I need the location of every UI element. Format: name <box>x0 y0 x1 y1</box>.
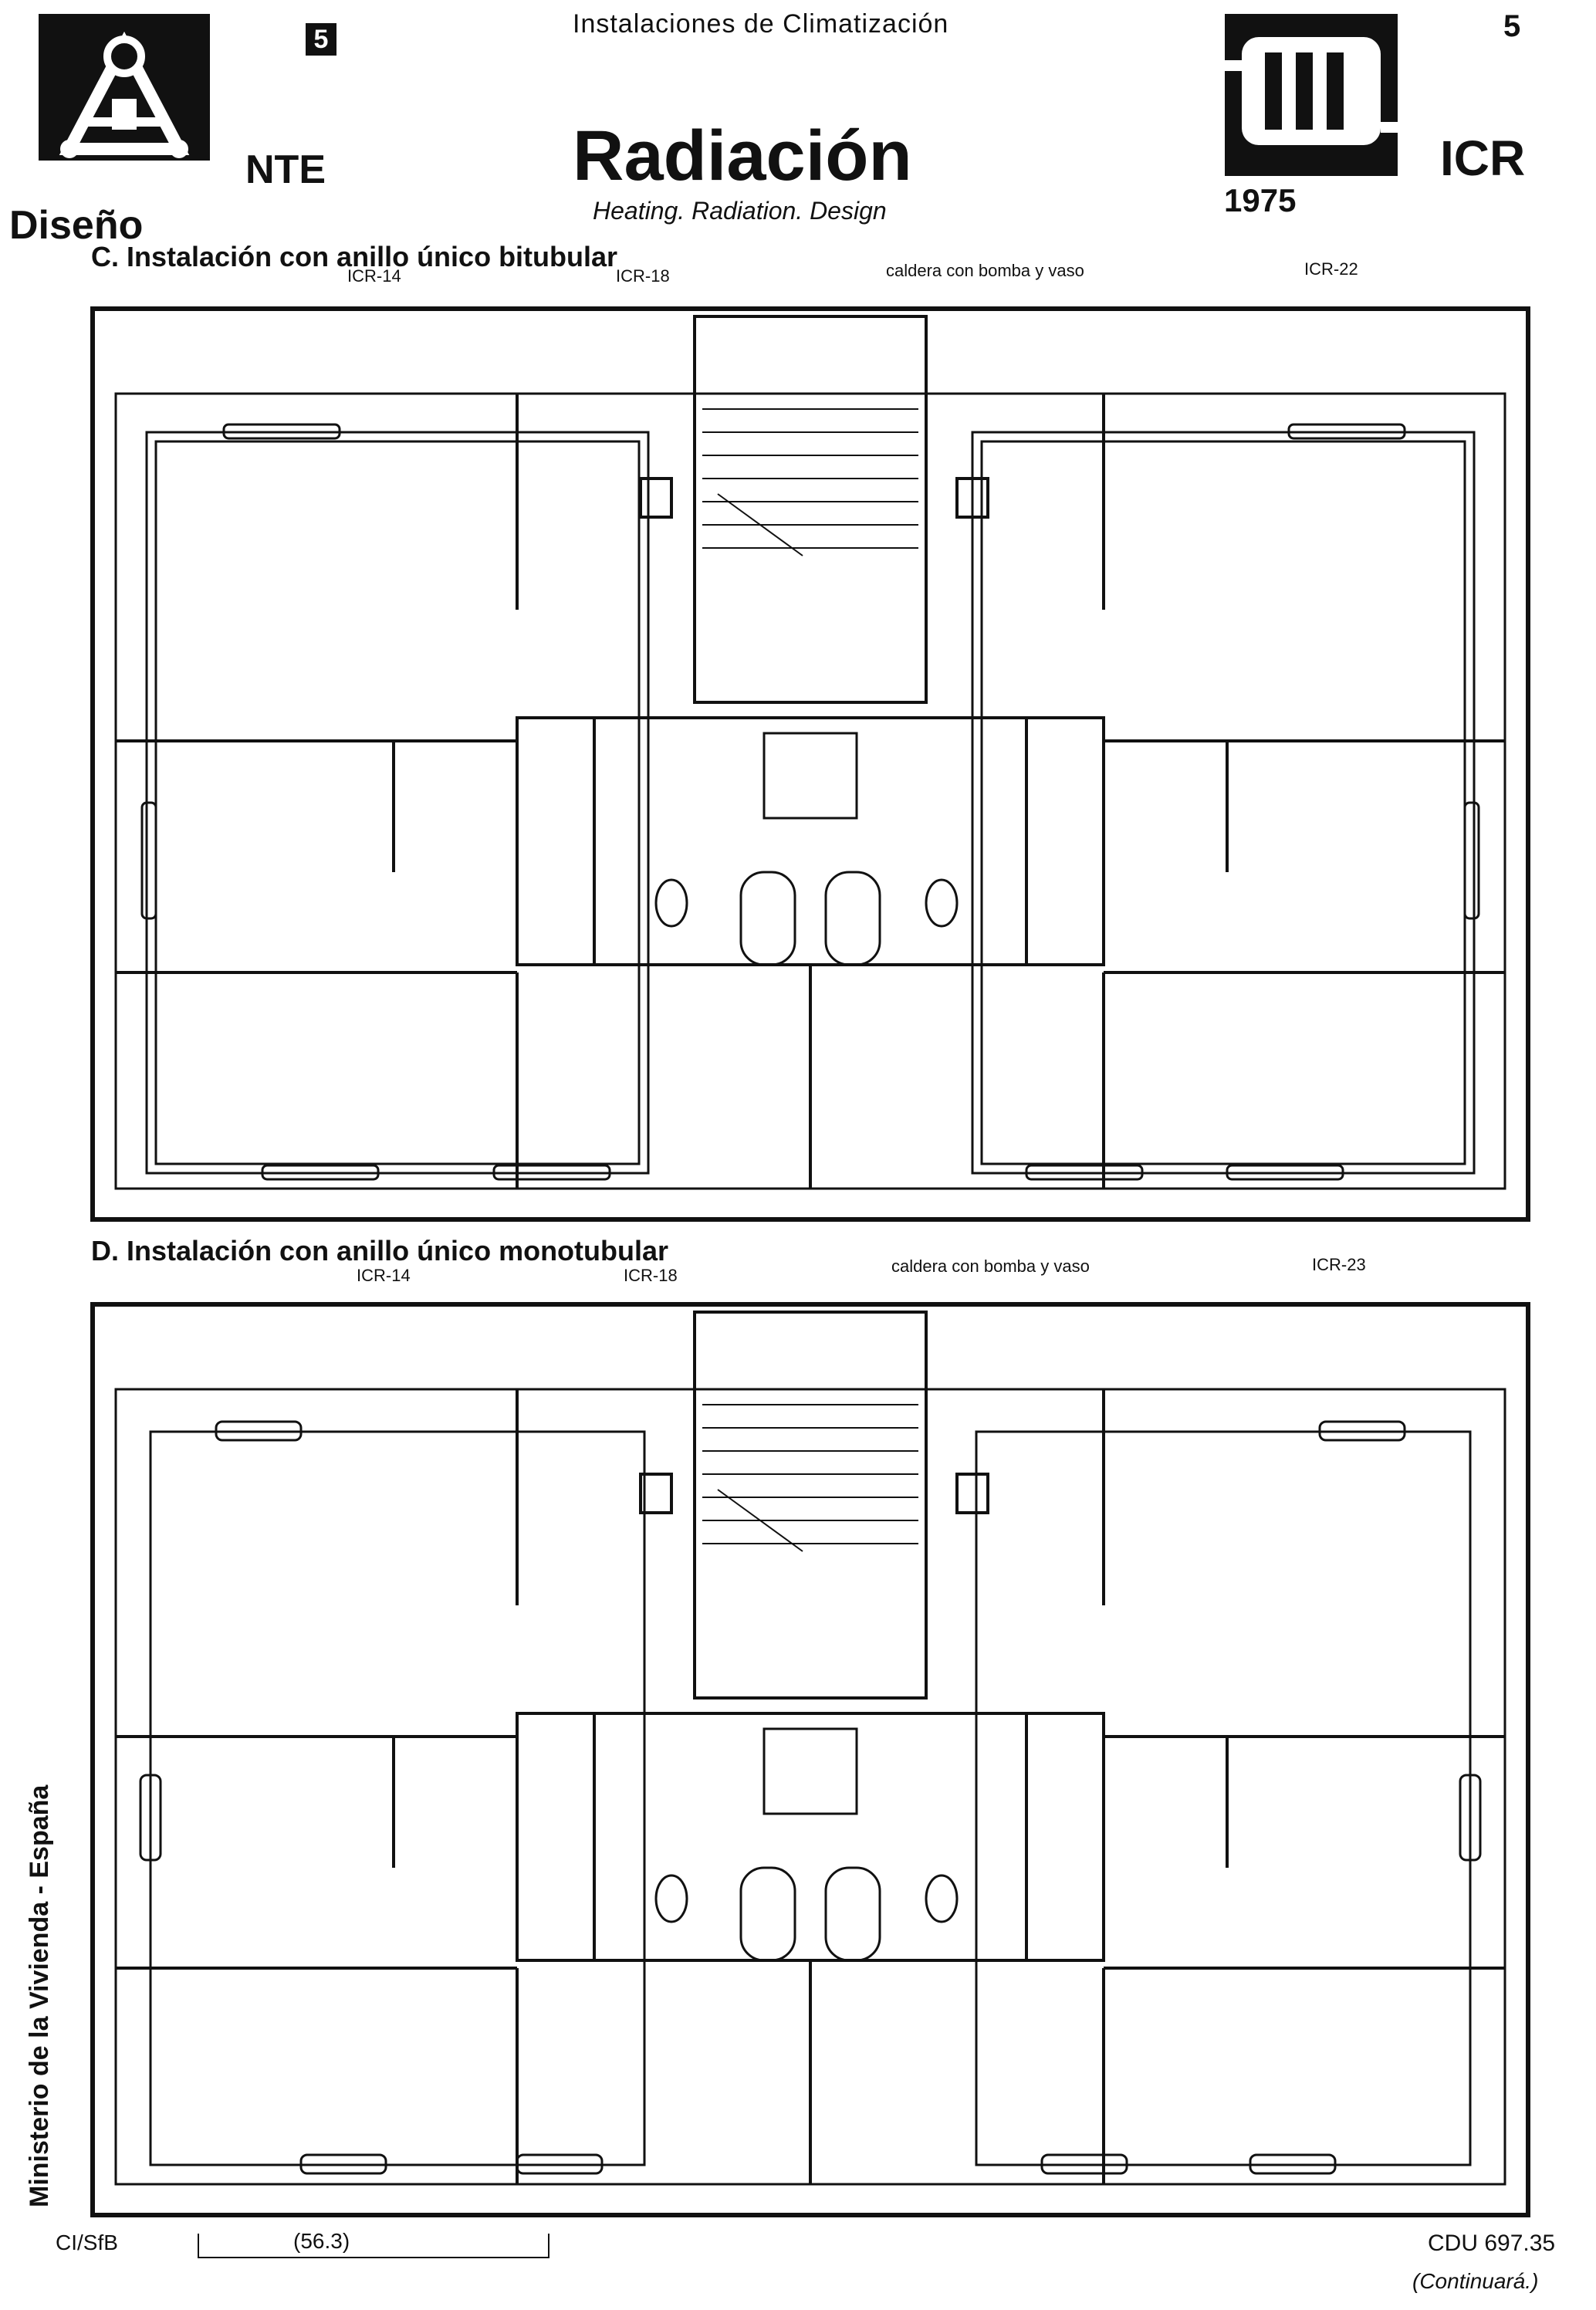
year: 1975 <box>1224 182 1297 218</box>
publisher-vertical: Ministerio de la Vivienda - España <box>25 1784 54 2207</box>
subtitle-en: Heating. Radiation. Design <box>593 197 887 225</box>
plan-c-label-right: ICR-22 <box>1304 259 1358 279</box>
floor-plan-d <box>85 1297 1536 2223</box>
code-icr: ICR <box>1440 130 1526 186</box>
cisfb-scale-bar <box>198 2234 549 2258</box>
cisfb-label: CI/SfB <box>56 2231 118 2254</box>
plan-d-label-right: ICR-23 <box>1312 1255 1366 1274</box>
floor-plan-c <box>85 301 1536 1227</box>
plan-d-label-boiler: caldera con bomba y vaso <box>891 1256 1090 1276</box>
category-title: Diseño <box>9 203 144 248</box>
cdu-code: CDU 697.35 <box>1428 2231 1556 2256</box>
plan-c-label-center: ICR-18 <box>616 266 670 286</box>
brand-nte: NTE <box>245 147 326 192</box>
nte-logo-icon <box>39 14 210 161</box>
plan-d-label-center: ICR-18 <box>624 1266 678 1285</box>
main-title: Radiación <box>573 117 912 195</box>
plan-c-heading: C. Instalación con anillo único bitubula… <box>91 241 618 272</box>
cisfb-code: (56.3) <box>293 2229 350 2253</box>
radiator-logo-icon <box>1225 14 1398 176</box>
section-number-left: 5 <box>306 23 336 56</box>
plan-c-label-boiler: caldera con bomba y vaso <box>886 261 1084 280</box>
plan-d-label-left: ICR-14 <box>357 1266 411 1285</box>
series-title: Instalaciones de Climatización <box>573 9 949 39</box>
continued-note: (Continuará.) <box>1412 2269 1539 2293</box>
plan-c-label-left: ICR-14 <box>347 266 401 286</box>
section-number-right: 5 <box>1503 9 1521 43</box>
plan-d-heading: D. Instalación con anillo único monotubu… <box>91 1235 669 1267</box>
section-number-left-text: 5 <box>313 25 329 54</box>
